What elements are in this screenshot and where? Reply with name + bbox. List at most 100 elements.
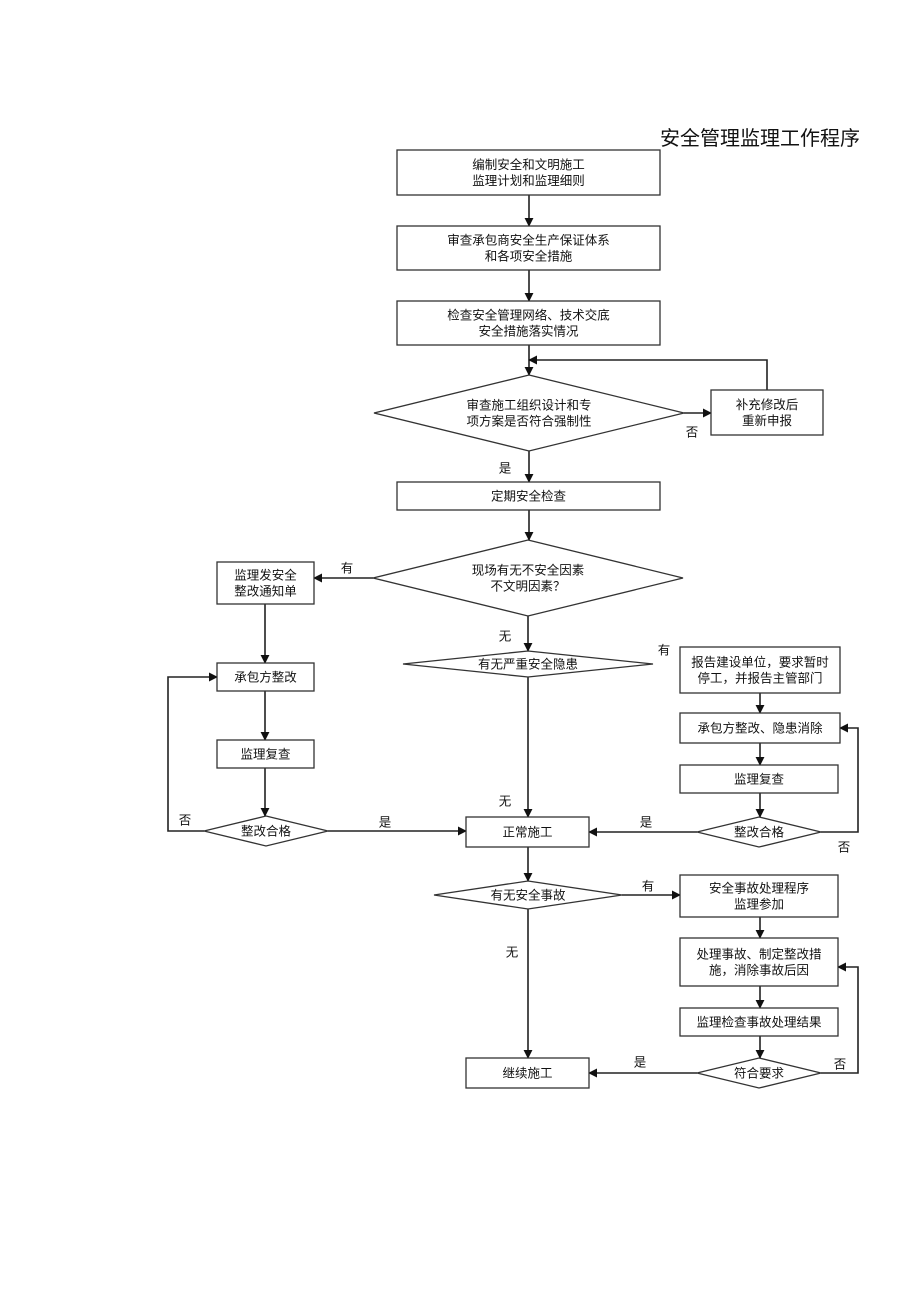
edge-label-right-pass-no: 否 [838, 840, 851, 855]
node-text: 继续施工 [502, 1066, 552, 1081]
process-box [679, 937, 839, 987]
node-text: 整改合格 [734, 825, 785, 840]
edge-label-unsafe-no: 无 [499, 629, 512, 644]
process-box [465, 816, 590, 848]
node-text: 和各项安全措施 [485, 249, 573, 264]
edge-label-serious-yes: 有 [658, 643, 671, 658]
edge-label-unsafe-yes: 有 [341, 561, 354, 576]
node-text: 监理复查 [734, 772, 785, 787]
decision-diamond [402, 650, 654, 678]
node-text: 安全措施落实情况 [478, 324, 579, 339]
process-box [679, 1007, 839, 1037]
node-text: 处理事故、制定整改措 [696, 947, 821, 962]
node-text: 安全事故处理程序 [709, 881, 809, 896]
node-text: 补充修改后 [736, 397, 799, 412]
node-text: 有无严重安全隐患 [478, 657, 578, 672]
process-box [679, 712, 841, 744]
node-text: 定期安全检查 [491, 489, 567, 504]
edge-label-meets-yes: 是 [634, 1055, 647, 1070]
edge-label-right-pass-yes: 是 [640, 815, 653, 830]
decision-diamond [203, 815, 329, 847]
process-box [396, 481, 661, 511]
node-periodic-check: 定期安全检查 [396, 481, 661, 511]
node-right-pass: 整改合格 [696, 816, 822, 848]
edge-right-pass-no-loop [821, 723, 859, 833]
node-text: 整改合格 [241, 824, 292, 839]
edge-label-meets-no: 否 [834, 1057, 847, 1072]
edge-label-left-pass-yes: 是 [379, 815, 392, 830]
decision-diamond [433, 880, 623, 910]
edge-label-serious-no: 无 [499, 794, 512, 809]
node-inspect-result: 监理检查事故处理结果 [679, 1007, 839, 1037]
node-text: 施，消除事故后因 [709, 963, 809, 978]
edge-meets-no-loop [821, 962, 859, 1074]
node-text: 监理发安全 [234, 568, 297, 583]
node-continue: 继续施工 [465, 1057, 590, 1089]
node-text: 承包方整改 [234, 670, 297, 685]
process-box [216, 561, 315, 605]
node-text: 监理检查事故处理结果 [696, 1015, 822, 1030]
process-box [396, 300, 661, 346]
node-meets: 符合要求 [696, 1057, 822, 1089]
node-text: 报告建设单位，要求暂时 [691, 655, 829, 670]
process-box [679, 764, 839, 794]
edge-label-left-pass-no: 否 [179, 813, 192, 828]
process-box [396, 225, 661, 271]
node-text: 监理计划和监理细则 [472, 173, 585, 188]
node-normal: 正常施工 [465, 816, 590, 848]
node-text: 重新申报 [742, 413, 793, 428]
edge-label-accident-yes: 有 [642, 879, 655, 894]
node-left-rectify: 承包方整改 [216, 662, 315, 692]
node-serious-hazard: 有无严重安全隐患 [402, 650, 654, 678]
node-text: 审查承包商安全生产保证体系 [447, 233, 610, 248]
node-text: 停工，并报告主管部门 [697, 671, 822, 686]
node-text: 正常施工 [502, 825, 552, 840]
decision-diamond [372, 539, 684, 617]
node-left-pass: 整改合格 [203, 815, 329, 847]
page-title: 安全管理监理工作程序 [660, 126, 860, 150]
node-text: 项方案是否符合强制性 [466, 414, 591, 429]
process-box [465, 1057, 590, 1089]
edge-label-review-yes: 是 [499, 461, 512, 476]
node-text: 符合要求 [734, 1066, 785, 1081]
node-accident: 有无安全事故 [433, 880, 623, 910]
node-left-recheck: 监理复查 [216, 739, 315, 769]
edge-resubmit-back [528, 355, 768, 390]
node-text: 编制安全和文明施工 [472, 157, 585, 172]
node-text: 监理参加 [734, 897, 784, 912]
process-box [679, 874, 839, 918]
node-text: 不文明因素？ [490, 579, 565, 594]
node-right-recheck: 监理复查 [679, 764, 839, 794]
node-text: 检查安全管理网络、技术交底 [447, 308, 610, 323]
process-box [710, 389, 824, 436]
edge-label-review-no: 否 [686, 425, 699, 440]
process-box [679, 646, 841, 694]
node-text: 审查施工组织设计和专 [466, 398, 591, 413]
node-text: 现场有无不安全因素 [472, 563, 585, 578]
decision-diamond [373, 374, 685, 452]
node-text: 有无安全事故 [490, 888, 566, 903]
node-text: 承包方整改、隐患消除 [697, 721, 823, 736]
edge-left-pass-no-loop [167, 672, 218, 832]
node-text: 整改通知单 [234, 584, 297, 599]
process-box [216, 739, 315, 769]
decision-diamond [696, 816, 822, 848]
decision-diamond [696, 1057, 822, 1089]
edge-label-accident-no: 无 [506, 945, 519, 960]
node-right-rectify: 承包方整改、隐患消除 [679, 712, 841, 744]
node-text: 监理复查 [240, 747, 291, 762]
process-box [396, 149, 661, 196]
process-box [216, 662, 315, 692]
